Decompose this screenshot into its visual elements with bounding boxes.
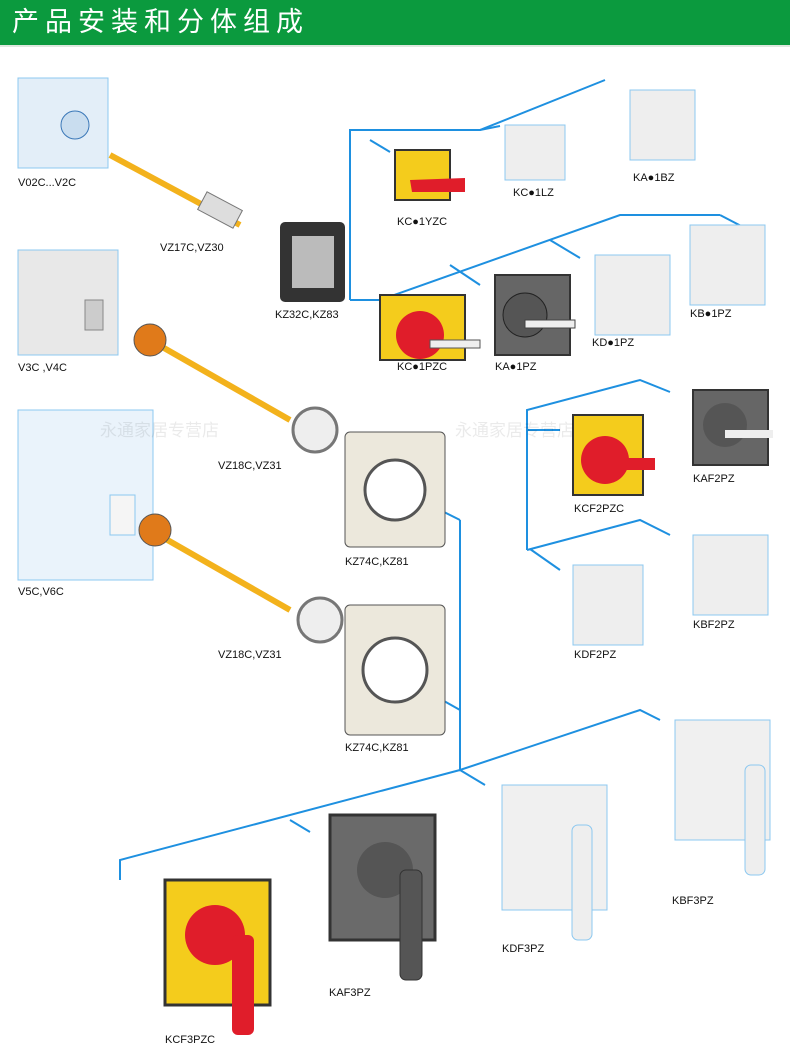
handle-kcf3pzc xyxy=(163,878,272,1035)
handle-ka1pz xyxy=(494,274,576,356)
label-kc1pzc: KC●1PZC xyxy=(397,361,448,373)
handle-kbf2pz xyxy=(692,534,769,616)
label-kc1lz: KC●1LZ xyxy=(513,187,554,199)
label-kcf3pzc: KCF3PZC xyxy=(165,1034,216,1046)
label-kb1pz: KB●1PZ xyxy=(690,308,732,320)
handle-kdf3pz xyxy=(501,784,608,941)
label-shaft-large: VZ18C,VZ31 xyxy=(218,649,282,661)
label-kbf2pz: KBF2PZ xyxy=(693,619,735,631)
label-kcf2pzc: KCF2PZC xyxy=(574,503,625,515)
handle-kc1yzc xyxy=(394,149,465,201)
label-kd1pz: KD●1PZ xyxy=(592,337,635,349)
page-title: 产品安装和分体组成 xyxy=(0,0,790,45)
label-kdf2pz: KDF2PZ xyxy=(574,649,617,661)
handle-ka1bz xyxy=(629,89,696,161)
handle-kc1lz xyxy=(504,124,566,181)
switch-body-large xyxy=(17,409,154,581)
label-shaft-mid: VZ18C,VZ31 xyxy=(218,460,282,472)
handle-kbf3pz xyxy=(674,719,771,876)
frame-small xyxy=(280,222,345,302)
label-kbf3pz: KBF3PZ xyxy=(672,895,714,907)
switch-body-small xyxy=(17,77,109,169)
label-ka1pz: KA●1PZ xyxy=(495,361,537,373)
label-frame-mid: KZ74C,KZ81 xyxy=(345,556,409,568)
frame-mid xyxy=(344,431,446,548)
extension-shafts xyxy=(108,152,344,644)
label-switch-mid: V3C ,V4C xyxy=(18,362,67,374)
handle-kb1pz xyxy=(689,224,766,306)
handle-kaf2pz xyxy=(692,389,773,466)
label-ka1bz: KA●1BZ xyxy=(633,172,675,184)
label-kc1yzc: KC●1YZC xyxy=(397,216,448,228)
handle-kcf2pzc xyxy=(572,414,655,496)
handle-kdf2pz xyxy=(572,564,644,646)
handle-kd1pz xyxy=(594,254,671,336)
switch-body-mid xyxy=(17,249,119,356)
label-frame-large: KZ74C,KZ81 xyxy=(345,742,409,754)
label-switch-large: V5C,V6C xyxy=(18,586,64,598)
label-kaf2pz: KAF2PZ xyxy=(693,473,735,485)
handle-kc1pzc xyxy=(379,294,481,361)
handle-kaf3pz xyxy=(328,813,437,981)
label-frame-small: KZ32C,KZ83 xyxy=(275,309,339,321)
label-kdf3pz: KDF3PZ xyxy=(502,943,545,955)
frame-large xyxy=(344,604,446,736)
watermark: 永通家居专营店 xyxy=(455,421,574,441)
watermark: 永通家居专营店 xyxy=(100,421,219,441)
header-divider xyxy=(0,45,790,47)
label-shaft-small: VZ17C,VZ30 xyxy=(160,242,224,254)
label-switch-small: V02C...V2C xyxy=(18,177,77,189)
label-kaf3pz: KAF3PZ xyxy=(329,987,371,999)
